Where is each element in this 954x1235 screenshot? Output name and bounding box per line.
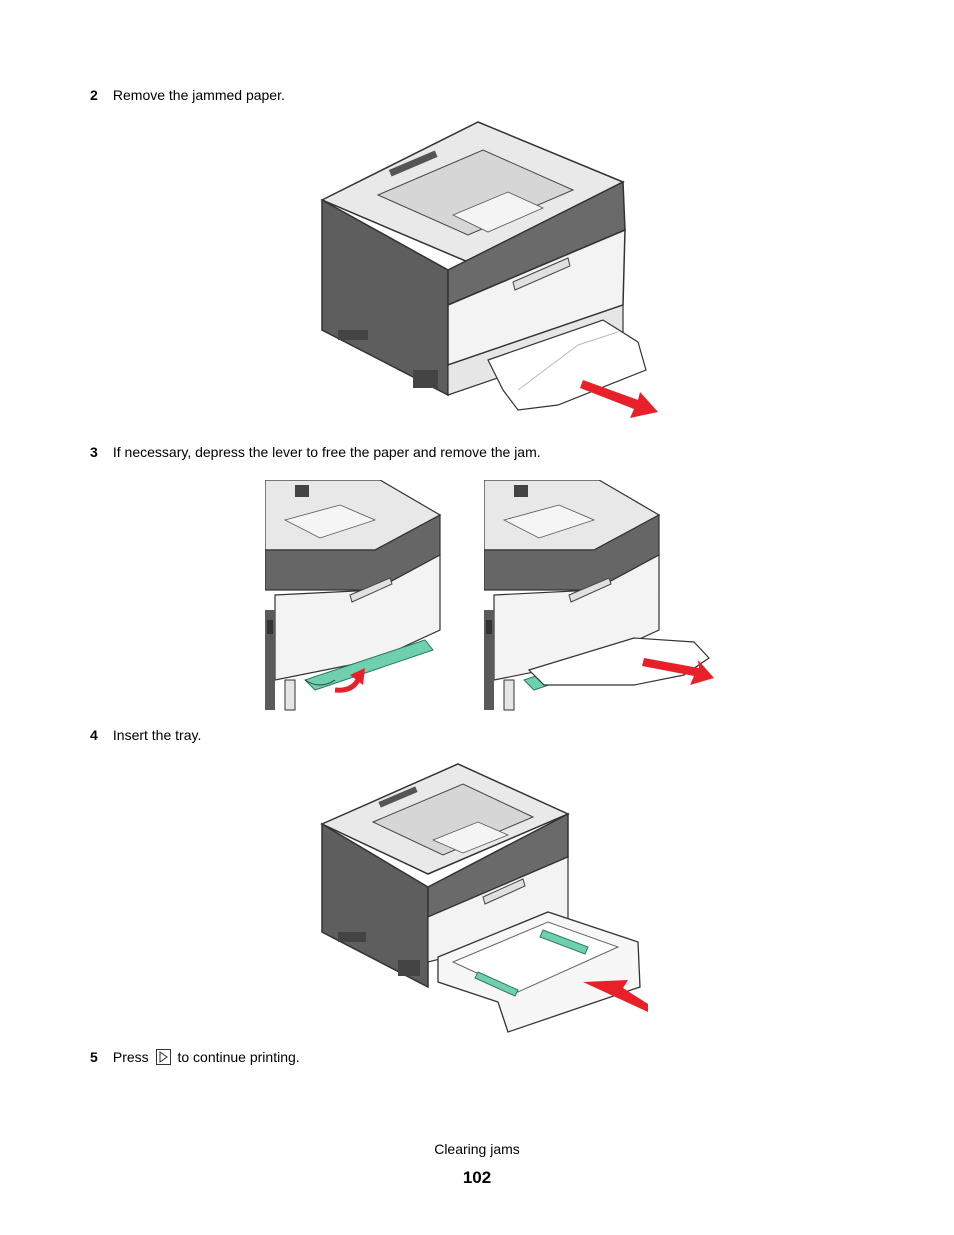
- step-text-after: to continue printing.: [177, 1049, 300, 1065]
- section-title: Clearing jams: [434, 1141, 520, 1157]
- play-next-icon: [155, 1049, 171, 1065]
- printer-jam-illustration: [320, 121, 658, 418]
- step-text: Insert the tray.: [112, 727, 202, 743]
- step-4: 4 Insert the tray.: [90, 727, 201, 743]
- page-number: 102: [462, 1168, 492, 1187]
- lever-depress-illustration: [265, 480, 442, 711]
- step-number: 5: [90, 1049, 98, 1065]
- insert-tray-illustration: [320, 763, 648, 1033]
- remove-jam-illustration: [484, 480, 714, 711]
- step-3: 3 If necessary, depress the lever to fre…: [90, 444, 541, 460]
- step-text: Remove the jammed paper.: [112, 87, 285, 103]
- step-text: If necessary, depress the lever to free …: [112, 444, 541, 460]
- step-number: 3: [90, 444, 98, 460]
- step-number: 2: [90, 87, 98, 103]
- step-5: 5 Press to continue printing.: [90, 1049, 300, 1065]
- step-2: 2 Remove the jammed paper.: [90, 87, 285, 103]
- step-text-before: Press: [112, 1049, 149, 1065]
- step-number: 4: [90, 727, 98, 743]
